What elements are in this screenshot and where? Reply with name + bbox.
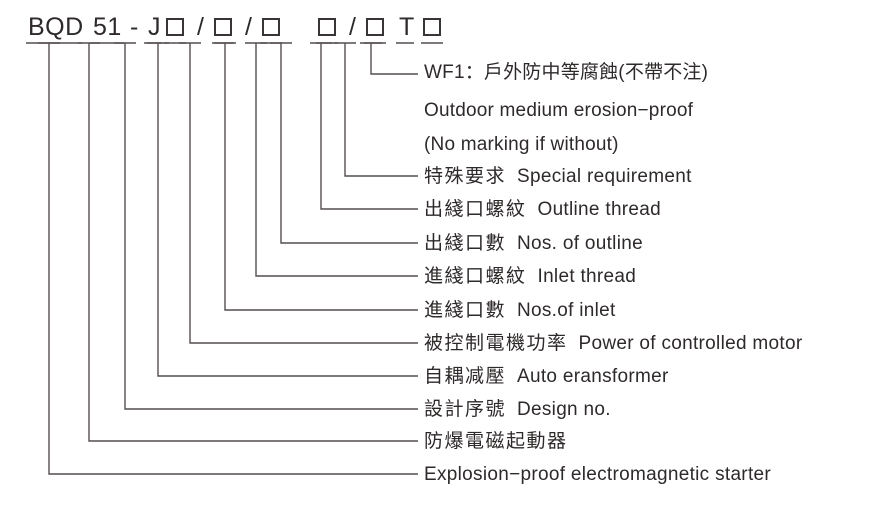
label-explosion-proof-en: Explosion−proof electromagnetic starter [424,464,771,485]
label-outline-thread: 出綫口螺紋 Outline thread [424,198,662,221]
label-cjk: 出綫口數 [424,232,507,254]
label-auto-transformer: 自耦减壓 Auto eransformer [424,365,669,388]
label-latin: Explosion−proof electromagnetic starter [424,464,772,485]
label-design-no: 設計序號 Design no. [424,398,611,421]
label-latin: Inlet thread [537,266,637,287]
label-latin: Auto eransformer [516,366,669,387]
label-nos-of-outline: 出綫口數 Nos. of outline [424,232,643,255]
label-cjk: 進綫口螺紋 [424,265,527,287]
label-text: WF1：戶外防中等腐蝕(不帶不注) [424,62,709,83]
leader-nos-outline [270,42,418,244]
label-cjk: 設計序號 [424,398,507,420]
label-inlet-thread: 進綫口螺紋 Inlet thread [424,265,637,288]
label-special-requirement: 特殊要求 Special requirement [424,165,692,188]
leader-outline-thread [310,42,418,210]
leader-starter-cjk [78,42,418,442]
label-text: Outdoor medium erosion−proof [424,100,694,121]
label-latin: Power of controlled motor [578,333,803,354]
label-cjk: 自耦减壓 [424,365,507,387]
label-text: (No marking if without) [424,134,619,155]
leader-design-no [114,42,418,410]
label-power-of-motor: 被控制電機功率 Power of controlled motor [424,332,803,355]
label-latin: Special requirement [516,166,692,187]
leader-starter-en [38,42,418,475]
label-latin: Nos.of inlet [516,300,616,321]
leader-nos-inlet [214,42,418,311]
leader-special [334,42,418,177]
leader-motor-power [179,42,418,344]
label-cjk: 特殊要求 [424,165,507,187]
leader-wf1 [360,42,418,75]
label-cjk: 出綫口螺紋 [424,198,527,220]
label-cjk: 防爆電磁起動器 [424,430,568,452]
label-latin: Nos. of outline [516,233,643,254]
label-cjk: 被控制電機功率 [424,332,568,354]
label-explosion-proof-cjk: 防爆電磁起動器 [424,431,568,452]
label-cjk: 進綫口數 [424,299,507,321]
label-latin: Design no. [516,399,611,420]
label-latin: Outline thread [537,199,662,220]
leader-autotransform [147,42,418,377]
leader-inlet-thread [245,42,418,277]
label-nos-of-inlet: 進綫口數 Nos.of inlet [424,299,616,322]
